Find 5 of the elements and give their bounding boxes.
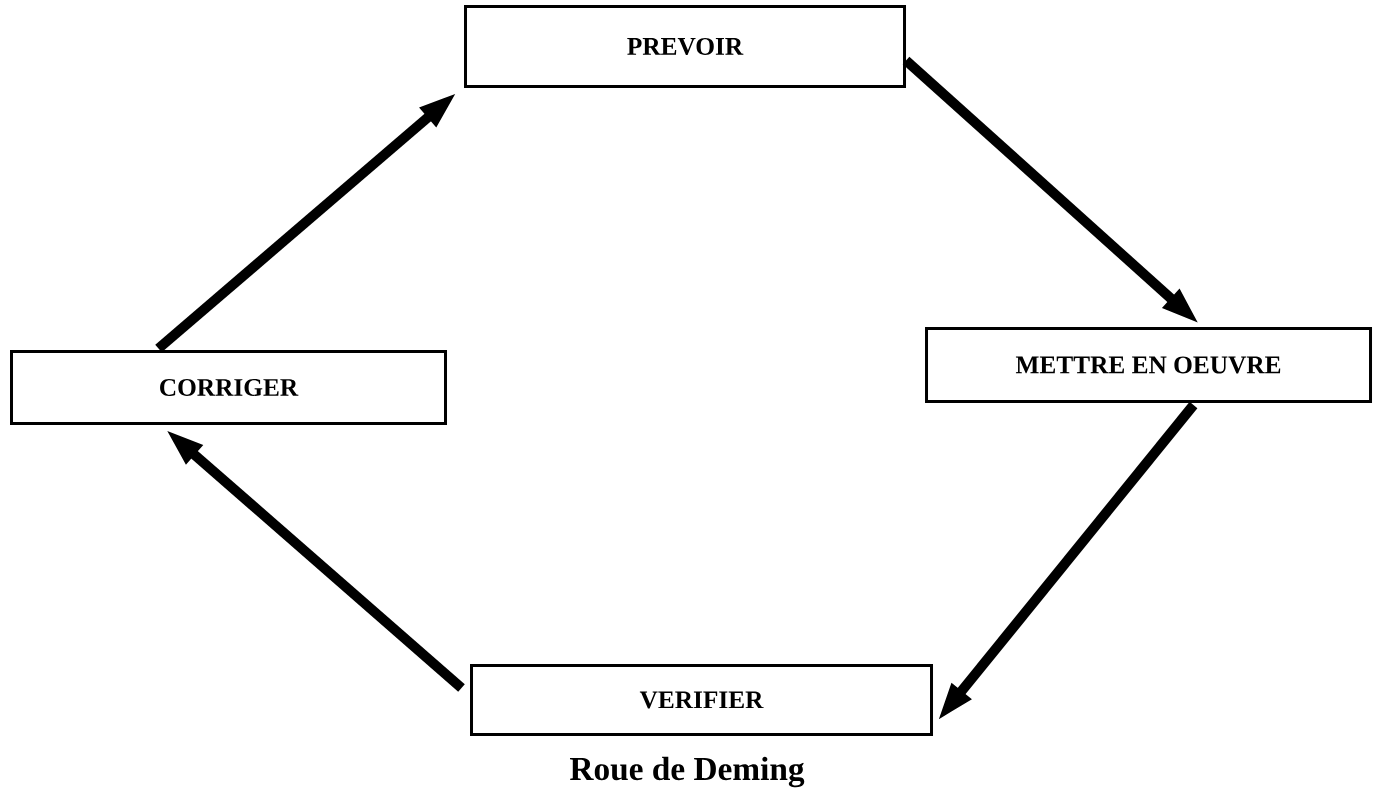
- process-box: PREVOIR: [464, 5, 906, 88]
- process-box: CORRIGER: [10, 350, 447, 425]
- caption: Roue de Deming: [570, 756, 805, 788]
- process-box: VERIFIER: [470, 664, 933, 736]
- process-box: METTRE EN OEUVRE: [925, 327, 1372, 403]
